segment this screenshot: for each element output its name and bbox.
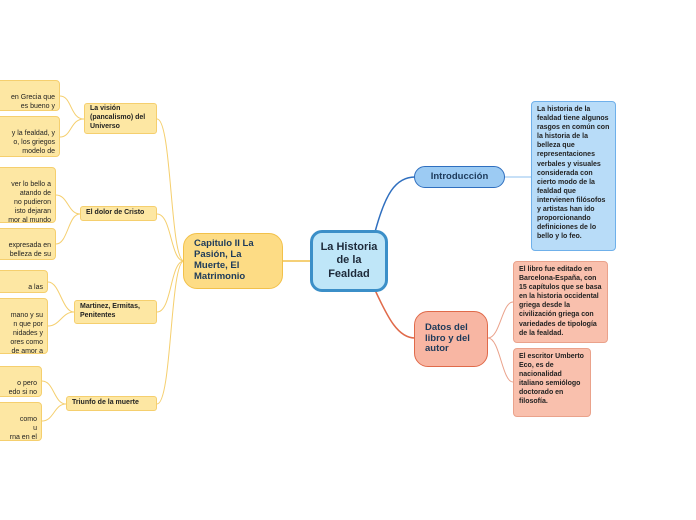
- leaf-vision-1-text: en Grecia que es bueno y: [11, 94, 55, 111]
- subtopic-triunfo[interactable]: Triunfo de la muerte: [66, 396, 157, 411]
- note-datos-1[interactable]: El libro fue editado en Barcelona-España…: [513, 261, 608, 343]
- connector-cap-dolor: [156, 213, 185, 262]
- connector-datos-note-2: [487, 337, 514, 383]
- central-topic[interactable]: La Historia de la Fealdad: [310, 230, 388, 292]
- subtopic-dolor[interactable]: El dolor de Cristo: [80, 206, 157, 221]
- leaf-triunfo-2[interactable]: como u rna en el: [0, 402, 42, 441]
- leaf-vision-2-text: y la fealdad, y o, los griegos modelo de: [11, 130, 55, 156]
- leaf-triunfo-1[interactable]: o pero edo si no el mas allá: [0, 366, 42, 397]
- leaf-vision-2[interactable]: y la fealdad, y o, los griegos modelo de: [0, 116, 60, 157]
- connector-datos: [374, 289, 416, 339]
- topic-capitulo[interactable]: Capitulo II La Pasión, La Muerte, El Mat…: [183, 233, 283, 289]
- topic-datos[interactable]: Datos del libro y del autor: [414, 311, 488, 367]
- subtopic-dolor-label: El dolor de Cristo: [86, 209, 145, 217]
- leaf-martinez-1[interactable]: a las oroso: [0, 270, 48, 293]
- connector-cap-martinez: [156, 260, 185, 313]
- note-datos-1-text: El libro fue editado en Barcelona-España…: [519, 266, 602, 337]
- leaf-dolor-2[interactable]: expresada en belleza de su ión.: [0, 228, 56, 260]
- note-datos-2-text: El escritor Umberto Eco, es de nacionali…: [519, 353, 584, 406]
- connector-cap-vision: [156, 118, 185, 262]
- leaf-martinez-2-text: mano y su n que por nidades y ores como …: [10, 312, 43, 354]
- note-introduccion[interactable]: La historia de la fealdad tiene algunos …: [531, 101, 616, 251]
- connector-triunfo-leaf-2: [41, 403, 67, 422]
- topic-introduccion[interactable]: Introducción: [414, 166, 505, 188]
- topic-datos-label: Datos del libro y del autor: [425, 321, 470, 355]
- leaf-martinez-2[interactable]: mano y su n que por nidades y ores como …: [0, 298, 48, 354]
- subtopic-martinez-label: Martinez, Ermitas, Penitentes: [80, 303, 140, 319]
- connector-martinez-leaf-1: [47, 281, 75, 313]
- leaf-dolor-1-text: ver lo bello a atando de no pudieron ist…: [8, 181, 51, 223]
- connector-datos-note-1: [487, 301, 514, 339]
- topic-capitulo-label: Capitulo II La Pasión, La Muerte, El Mat…: [194, 238, 254, 282]
- leaf-triunfo-1-text: o pero edo si no el mas allá: [8, 380, 37, 397]
- note-datos-2[interactable]: El escritor Umberto Eco, es de nacionali…: [513, 348, 591, 417]
- connector-triunfo-leaf-1: [41, 380, 67, 405]
- leaf-vision-1[interactable]: en Grecia que es bueno y: [0, 80, 60, 111]
- leaf-dolor-1[interactable]: ver lo bello a atando de no pudieron ist…: [0, 167, 56, 223]
- leaf-martinez-1-text: a las oroso: [28, 284, 43, 292]
- connector-cap-triunfo: [156, 260, 185, 405]
- central-topic-title: La Historia de la Fealdad: [320, 241, 378, 280]
- connector-dolor-leaf-1: [55, 194, 81, 215]
- leaf-triunfo-2-text: como u rna en el: [9, 416, 37, 441]
- leaf-dolor-2-text: expresada en belleza de su ión.: [8, 242, 51, 259]
- connector-introduccion: [374, 176, 416, 233]
- subtopic-vision-label: La visión (pancalismo) del Universo: [90, 105, 146, 130]
- topic-introduccion-label: Introducción: [430, 170, 489, 182]
- note-introduccion-text: La historia de la fealdad tiene algunos …: [537, 106, 610, 241]
- subtopic-vision[interactable]: La visión (pancalismo) del Universo: [84, 103, 157, 134]
- connector-martinez-leaf-2: [47, 311, 75, 327]
- connector-vision-leaf-1: [59, 95, 85, 120]
- connector-dolor-leaf-2: [55, 213, 81, 245]
- subtopic-triunfo-label: Triunfo de la muerte: [72, 399, 139, 407]
- connector-vision-leaf-2: [59, 118, 85, 138]
- subtopic-martinez[interactable]: Martinez, Ermitas, Penitentes: [74, 300, 157, 324]
